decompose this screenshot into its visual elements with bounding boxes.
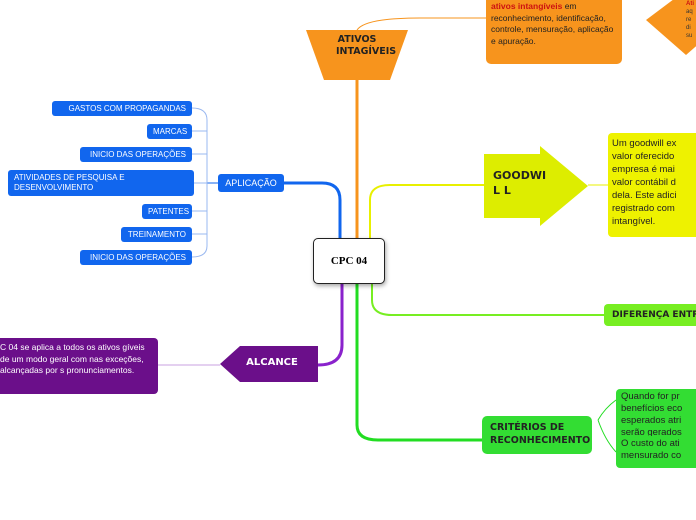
- ativos-note-bold: ativos intangíveis: [491, 1, 563, 11]
- corner-line: Ati: [686, 1, 694, 7]
- trapezoid-shape: [306, 30, 408, 80]
- goodwill-node[interactable]: GOODWIL L: [484, 146, 588, 226]
- alcance-note: C 04 se aplica a todos os ativos gíveis …: [0, 338, 158, 394]
- goodwill-note: Um goodwill ex valor oferecido empresa é…: [608, 133, 696, 237]
- ativos-corner-shape[interactable]: Ati aq re di su: [646, 0, 696, 60]
- ativos-node[interactable]: ATIVOS INTAGÍVEIS: [306, 30, 408, 80]
- aplicacao-item[interactable]: ATIVIDADES DE PESQUISA E DESENVOLVIMENTO: [8, 170, 194, 196]
- aplicacao-item[interactable]: MARCAS: [147, 124, 192, 139]
- aplicacao-item[interactable]: INICIO DAS OPERAÇÕES: [80, 250, 192, 265]
- aplicacao-node[interactable]: APLICAÇÃO: [218, 174, 284, 192]
- alcance-label: ALCANCE: [246, 357, 298, 368]
- ativos-label: ATIVOS INTAGÍVEIS: [336, 34, 397, 57]
- arrow-left-shape: [220, 346, 318, 382]
- aplicacao-item[interactable]: PATENTES: [142, 204, 192, 219]
- ativos-note-rest: em reconhecimento, identificação, contro…: [491, 1, 614, 46]
- aplicacao-item[interactable]: TREINAMENTO: [121, 227, 192, 242]
- ativos-note: ativos intangíveis em reconhecimento, id…: [486, 0, 622, 64]
- ativos-corner-text: Ati aq re di su: [686, 0, 694, 40]
- corner-line: su: [686, 33, 693, 39]
- corner-line: di: [686, 25, 691, 31]
- corner-line: aq: [686, 9, 693, 15]
- diamond-shape: [646, 0, 696, 55]
- alcance-node[interactable]: ALCANCE: [220, 346, 318, 382]
- goodwill-label: GOODWIL L: [493, 169, 547, 197]
- corner-line: re: [686, 17, 692, 23]
- arrow-right-shape: [484, 146, 588, 226]
- criterios-node[interactable]: CRITÉRIOS DE RECONHECIMENTO: [482, 416, 592, 454]
- aplicacao-item[interactable]: INICIO DAS OPERAÇÕES: [80, 147, 192, 162]
- center-node[interactable]: CPC 04: [313, 238, 385, 284]
- diferenca-node[interactable]: DIFERENÇA ENTRE: [604, 304, 696, 326]
- aplicacao-item[interactable]: GASTOS COM PROPAGANDAS: [52, 101, 192, 116]
- criterios-note-2: O custo do ati mensurado co: [616, 436, 696, 468]
